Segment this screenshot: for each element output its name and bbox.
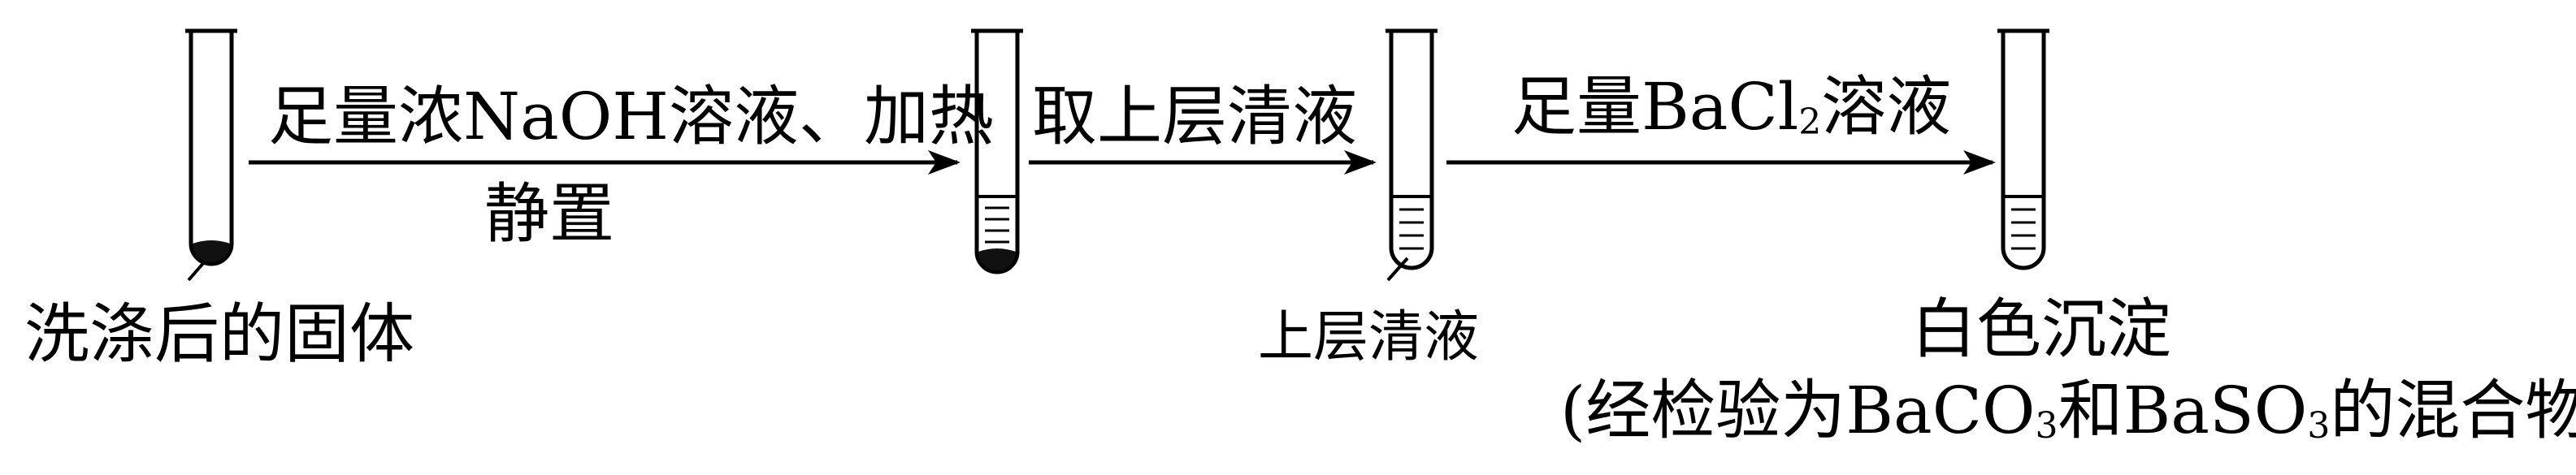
tube4-caption: 白色沉淀 (1911, 291, 2171, 367)
test-tube-3 (1386, 28, 1438, 282)
test-tube-2 (971, 28, 1023, 274)
step1-reagent-label: 足量浓NaOH溶液、加热 (268, 79, 995, 154)
test-tube-1 (185, 28, 237, 282)
test-tube-4 (1997, 28, 2049, 270)
step2-operation-label: 取上层清液 (1032, 79, 1357, 154)
step1-condition-label: 静置 (484, 176, 614, 252)
precipitate-composition-note: (经检验为BaCO3和BaSO3的混合物) (1560, 373, 2576, 448)
solid-residue (978, 248, 1016, 270)
tube3-caption: 上层清液 (1258, 305, 1480, 369)
tube1-caption: 洗涤后的固体 (24, 296, 414, 372)
solid-residue (193, 240, 230, 262)
step3-reagent-label: 足量BaCl2溶液 (1511, 69, 1952, 145)
